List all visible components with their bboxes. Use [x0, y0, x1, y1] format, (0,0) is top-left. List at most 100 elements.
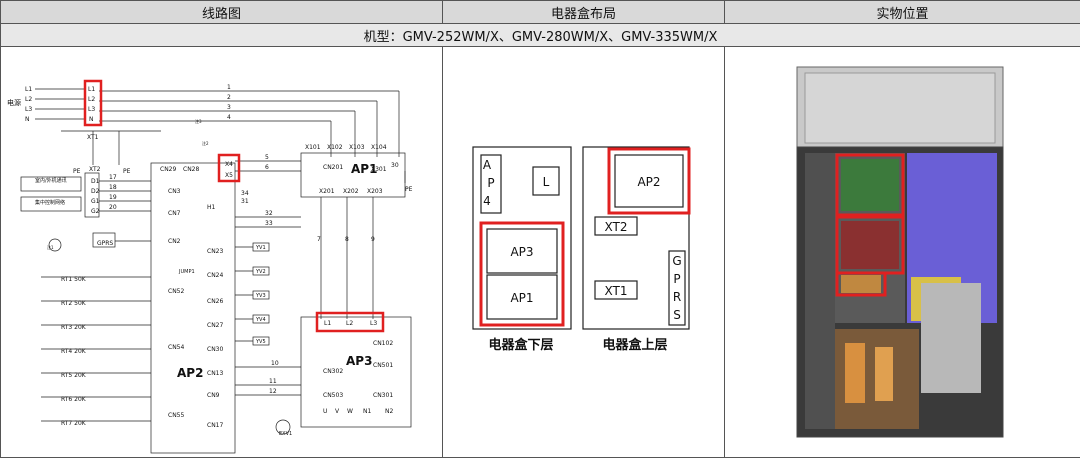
ap3-cn102: CN102: [373, 340, 393, 347]
ap4-a: A: [483, 158, 492, 172]
layout-diagram: A P 4 L AP3 AP1 AP2 XT2 XT1 G P R S 电器盒下…: [443, 47, 723, 455]
term-l3: L3: [88, 106, 95, 113]
layout-cell: A P 4 L AP3 AP1 AP2 XT2 XT1 G P R S 电器盒下…: [443, 47, 725, 458]
ap1-port-x102: X102: [327, 144, 343, 151]
ap3-out-v: V: [335, 408, 340, 415]
xt2-label: XT2: [89, 166, 101, 173]
pe-label-3: PE: [405, 186, 413, 193]
terminal-block: [841, 275, 881, 293]
ap1-port-cn201: CN201: [323, 164, 343, 171]
ap1-port-x101: X101: [305, 144, 321, 151]
ap2-board: [841, 159, 899, 211]
x5-label: X5: [225, 172, 233, 179]
wire-32: 32: [265, 210, 273, 217]
left-rail: [805, 153, 835, 429]
wire-30: 30: [391, 162, 399, 169]
ap3-out-u: U: [323, 408, 327, 415]
valve-yv3: YV3: [255, 293, 266, 299]
wire-2: 2: [227, 94, 231, 101]
ap2-cn29: CN29: [160, 166, 176, 173]
highlight-lower-boards: [481, 223, 563, 325]
xt2-d2: D2: [91, 188, 100, 195]
gprs-p: P: [673, 272, 680, 286]
ap2-cn28: CN28: [183, 166, 199, 173]
term-l1: L1: [88, 86, 95, 93]
xt2-d1: D1: [91, 178, 100, 185]
wire-20: 20: [109, 204, 117, 211]
compressor: [921, 283, 981, 393]
wire-5: 5: [265, 154, 269, 161]
wire-6: 6: [265, 164, 269, 171]
ap2-label: AP2: [177, 366, 203, 380]
wire-31: 31: [241, 198, 249, 205]
ap2-cn24: CN24: [207, 272, 223, 279]
header-wiring: 线路图: [1, 1, 443, 24]
model-row: 机型：GMV-252WM/X、GMV-280WM/X、GMV-335WM/X: [1, 24, 1080, 47]
ap3-cn503: CN503: [323, 392, 343, 399]
upper-title: 电器盒上层: [602, 337, 667, 353]
h1-label: H1: [207, 204, 216, 211]
model-text: 机型：GMV-252WM/X、GMV-280WM/X、GMV-335WM/X: [1, 24, 1080, 47]
ap3-cn501: CN501: [373, 362, 393, 369]
ap2-cn17: CN17: [207, 422, 223, 429]
term-l2: L2: [88, 96, 95, 103]
wire-12: 12: [269, 388, 277, 395]
xt2-g2: G2: [91, 208, 100, 215]
line-l1: L1: [25, 86, 32, 93]
central-ctrl-label: 集中控制网络: [35, 199, 65, 206]
ap2-cn30: CN30: [207, 346, 223, 353]
wire-33: 33: [265, 220, 273, 227]
ap1-port-x103: X103: [349, 144, 365, 151]
gprs-s: S: [673, 308, 681, 322]
ap1-box-label: AP1: [510, 291, 533, 305]
ap1-label: AP1: [351, 162, 377, 176]
wire-11: 11: [269, 378, 277, 385]
copper-pipe-1: [845, 343, 865, 403]
wiring-cell: 电源 L1 L2 L3 N L1 L2 L3 N XT1 PE PE PE 1 …: [1, 47, 443, 458]
l-label: L: [543, 175, 550, 189]
wire-18: 18: [109, 184, 117, 191]
ap4-p: P: [487, 176, 494, 190]
ap3-in-l1: L1: [324, 320, 331, 327]
ap2-cn52: CN52: [168, 288, 184, 295]
xt1-box-label: XT1: [605, 284, 628, 298]
line-n: N: [25, 116, 30, 123]
ap3-out-n2: N2: [385, 408, 393, 415]
gprs-r: R: [673, 290, 681, 304]
wire-19: 19: [109, 194, 117, 201]
ap2-cn54: CN54: [168, 344, 184, 351]
pe-label-1: PE: [73, 168, 81, 175]
ap2-cn23: CN23: [207, 248, 223, 255]
header-row: 线路图 电器盒布局 实物位置: [1, 1, 1080, 24]
top-panel: [805, 73, 995, 143]
unit-photo: [725, 47, 1079, 455]
ap2-cn13: CN13: [207, 370, 223, 377]
valve-yv2: YV2: [255, 269, 266, 275]
ap3-label: AP3: [346, 354, 372, 368]
line-l3: L3: [25, 106, 32, 113]
wire-34: 34: [241, 190, 249, 197]
ap3-out-w: W: [347, 408, 353, 415]
header-location: 实物位置: [725, 1, 1080, 24]
ap3-cn301: CN301: [373, 392, 393, 399]
ap4-4: 4: [483, 194, 491, 208]
ap2-cn26: CN26: [207, 298, 223, 305]
note-mark-2: 注2: [202, 140, 209, 146]
ap2-cn9: CN9: [207, 392, 220, 399]
valve-yv4: YV4: [255, 317, 266, 323]
pe-label-2: PE: [123, 168, 131, 175]
ap2-cn7: CN7: [168, 210, 181, 217]
lower-title: 电器盒下层: [488, 337, 553, 353]
term-n: N: [89, 116, 94, 123]
wire-4: 4: [227, 114, 231, 121]
wire-10: 10: [271, 360, 279, 367]
wiring-highlights: [85, 81, 383, 331]
valve-yv5: YV5: [255, 339, 266, 345]
jump-label: JUMP1: [178, 269, 195, 275]
wiring-diagram: 电源 L1 L2 L3 N L1 L2 L3 N XT1 PE PE PE 1 …: [1, 47, 441, 455]
gprs-g: G: [672, 254, 681, 268]
ap3-cn302: CN302: [323, 368, 343, 375]
header-layout: 电器盒布局: [443, 1, 725, 24]
ap2-cn27: CN27: [207, 322, 223, 329]
